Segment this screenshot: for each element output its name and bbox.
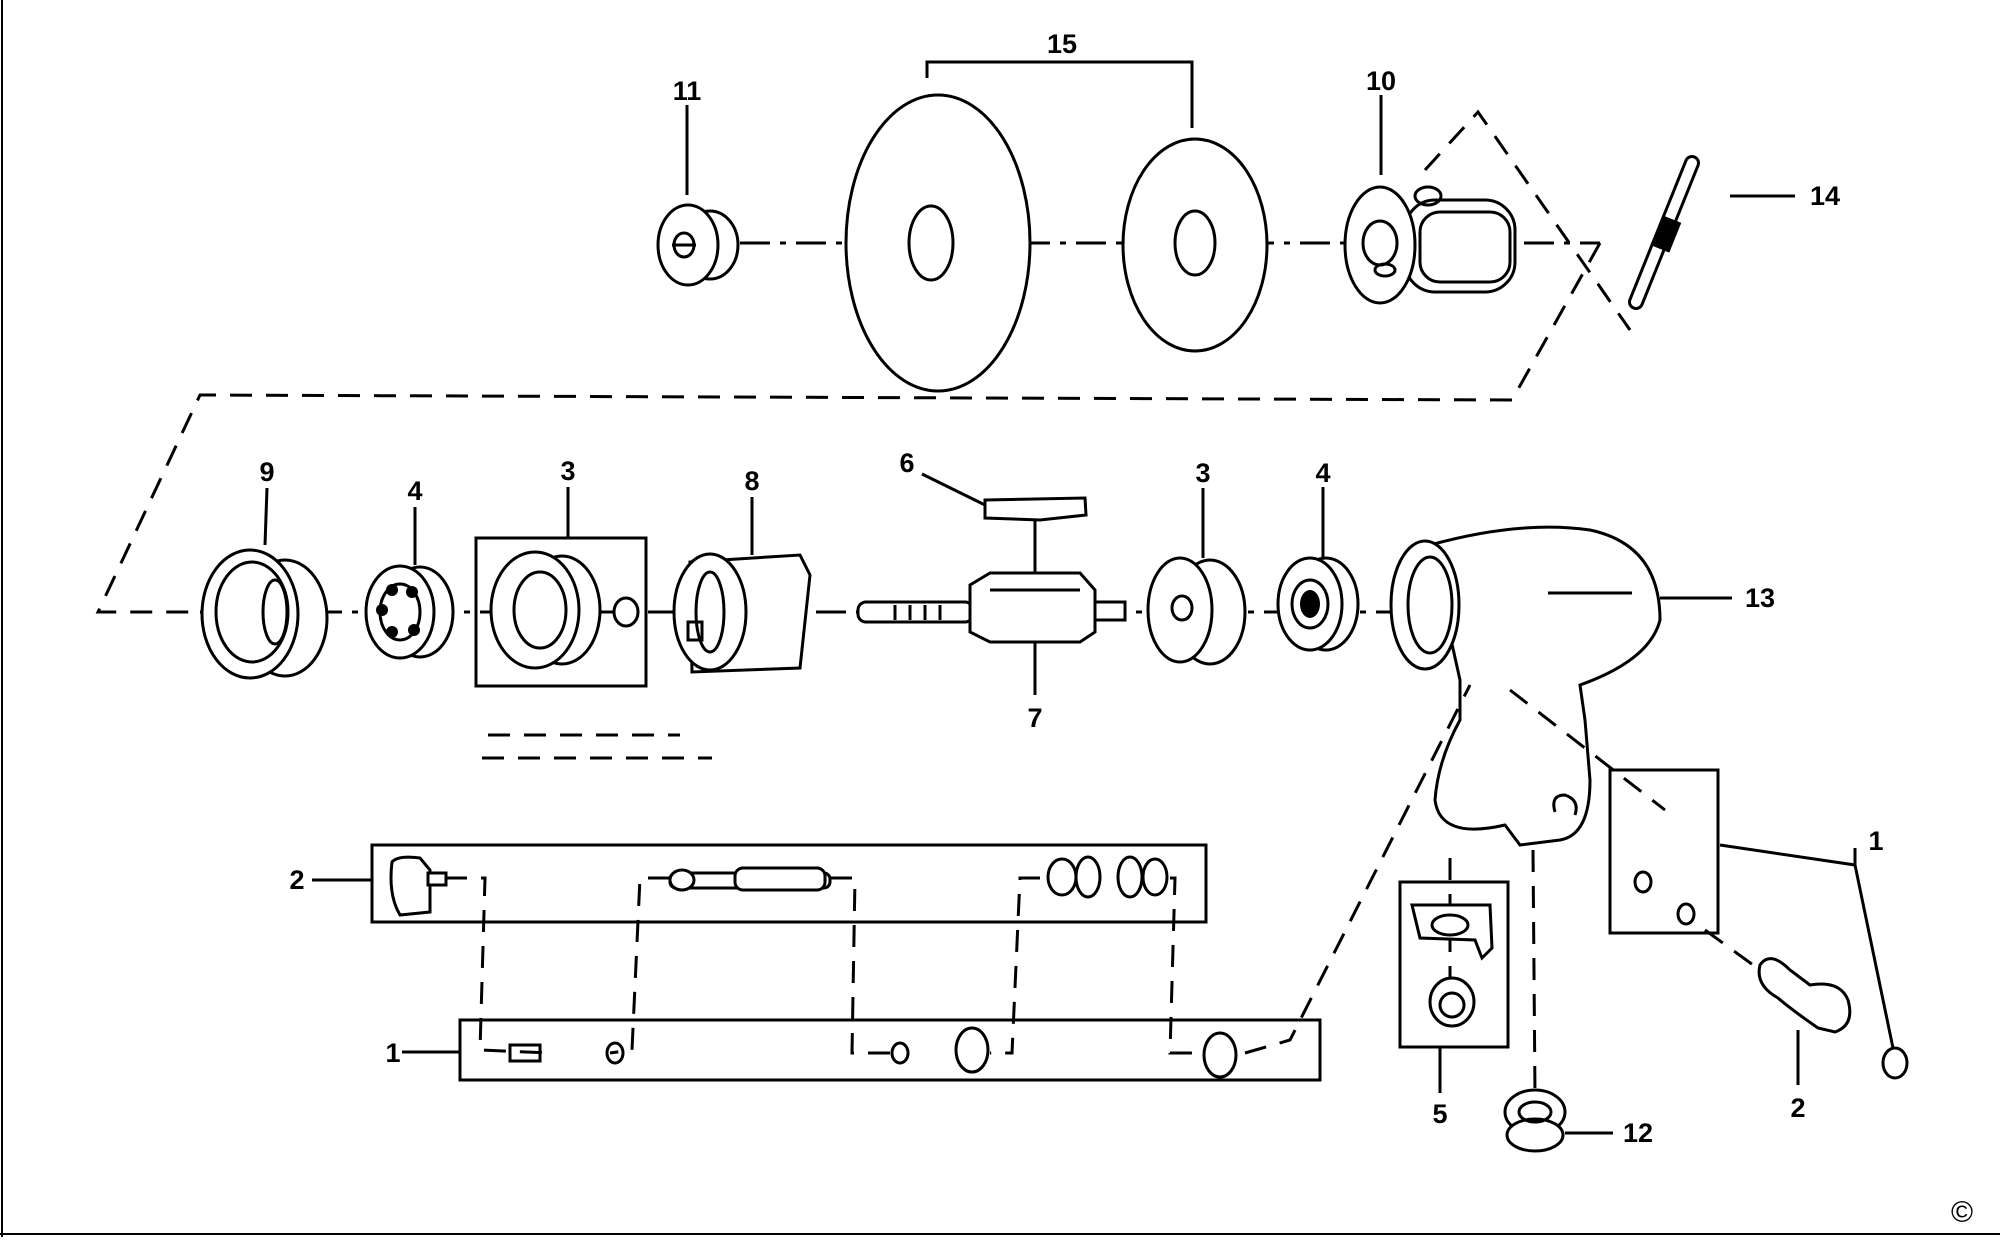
part-14-pin bbox=[1628, 155, 1700, 310]
callout-11: 11 bbox=[673, 76, 702, 106]
callout-labels: 11 15 10 14 9 4 3 8 6 7 3 4 13 1 2 1 5 2… bbox=[259, 29, 1973, 1229]
callout-7: 7 bbox=[1027, 703, 1042, 733]
callout-14: 14 bbox=[1810, 181, 1840, 211]
stray-dash-marks bbox=[482, 733, 712, 760]
callout-6: 6 bbox=[899, 448, 914, 478]
callout-12: 12 bbox=[1623, 1118, 1653, 1148]
callout-3-left: 3 bbox=[560, 456, 575, 486]
callout-5: 5 bbox=[1432, 1099, 1447, 1129]
callout-15: 15 bbox=[1047, 29, 1077, 59]
callout-3-right: 3 bbox=[1195, 458, 1210, 488]
callout-2-bottom-right: 2 bbox=[1790, 1093, 1805, 1123]
part-3-endplate-right bbox=[1146, 556, 1247, 666]
part-5-valve-box bbox=[1398, 858, 1510, 1049]
callout-13: 13 bbox=[1745, 583, 1775, 613]
kit-2-box bbox=[370, 843, 1208, 924]
kit-connecting-lines bbox=[445, 684, 1472, 1055]
part-4-bearing-left bbox=[364, 564, 455, 660]
part-10-collet bbox=[1343, 185, 1517, 305]
part-3-endplate-left bbox=[474, 536, 648, 688]
part-15-disc-small bbox=[1121, 137, 1269, 353]
callout-4-right: 4 bbox=[1315, 458, 1330, 488]
part-7-rotor bbox=[856, 571, 1127, 688]
part-6-vane bbox=[983, 496, 1088, 580]
callout-1-bottom-left: 1 bbox=[385, 1038, 400, 1068]
callout-4-left: 4 bbox=[407, 476, 422, 506]
part-9-ring-nut bbox=[200, 548, 329, 680]
kit-1-box-right bbox=[1509, 688, 1761, 972]
callout-8: 8 bbox=[744, 466, 759, 496]
callout-10: 10 bbox=[1366, 66, 1396, 96]
part-2-inlet-fitting bbox=[1757, 957, 1909, 1080]
copyright-mark: © bbox=[1951, 1196, 1973, 1229]
callout-1-top-right: 1 bbox=[1868, 826, 1883, 856]
callout-2-mid-left: 2 bbox=[289, 865, 304, 895]
part-12-plug bbox=[1503, 849, 1567, 1153]
part-4-bearing-right bbox=[1276, 556, 1360, 652]
part-13-housing bbox=[1389, 525, 1662, 847]
part-8-cylinder bbox=[672, 552, 812, 674]
part-11-nut bbox=[656, 203, 740, 287]
callout-9: 9 bbox=[259, 457, 274, 487]
leader-lines bbox=[263, 60, 1895, 1135]
kit-1-box bbox=[458, 1018, 1322, 1082]
part-15-disc-large bbox=[844, 93, 1032, 393]
